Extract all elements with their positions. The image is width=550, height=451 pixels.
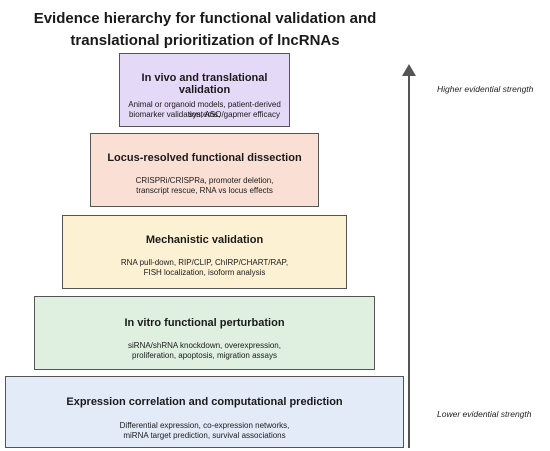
tier-desc-line-2: proliferation, apoptosis, migration assa…: [132, 351, 277, 360]
tier-heading: Mechanistic validation: [145, 234, 264, 246]
higher-strength-label: Higher evidential strength: [437, 84, 534, 94]
tier-locus-resolved: Locus-resolved functional dissection CRI…: [90, 133, 319, 207]
lower-strength-label: Lower evidential strength: [437, 409, 532, 419]
tier-desc-line-1: siRNA/shRNA knockdown, overexpression,: [128, 341, 281, 350]
tier-desc-line-2: biomarker validation, ASO/gapmer efficac…: [128, 110, 281, 119]
title-line-2: translational prioritization of lncRNAs: [70, 32, 340, 49]
tier-in-vivo: In vivo and translational validation Ani…: [119, 53, 290, 127]
tier-heading: Expression correlation and computational…: [66, 396, 343, 408]
tier-desc-line-2: transcript rescue, RNA vs locus effects: [136, 186, 273, 195]
tier-heading: In vivo and translational validation: [141, 72, 268, 96]
tier-in-vitro: In vitro functional perturbation siRNA/s…: [34, 296, 375, 370]
tier-desc-line-1: RNA pull-down, RIP/CLIP, ChIRP/CHART/RAP…: [120, 258, 289, 267]
tier-desc-line-1: Differential expression, co-expression n…: [119, 421, 290, 430]
tier-desc-line-2: miRNA target prediction, survival associ…: [123, 431, 286, 440]
title-line-1: Evidence hierarchy for functional valida…: [33, 10, 377, 27]
tier-heading: In vitro functional perturbation: [124, 317, 285, 329]
arrow-up-icon: [402, 64, 416, 76]
tier-mechanistic: Mechanistic validation RNA pull-down, RI…: [62, 215, 347, 289]
evidence-axis-line: [408, 74, 410, 448]
tier-desc-line-1: CRISPRi/CRISPRa, promoter deletion,: [135, 176, 274, 185]
tier-heading: Locus-resolved functional dissection: [107, 152, 302, 164]
diagram-title: Evidence hierarchy for functional valida…: [0, 8, 410, 52]
tier-expression-correlation: Expression correlation and computational…: [5, 376, 404, 448]
tier-desc-line-2: FISH localization, isoform analysis: [143, 268, 266, 277]
tier-desc-line-1: Animal or organoid models, patient-deriv…: [128, 100, 281, 119]
